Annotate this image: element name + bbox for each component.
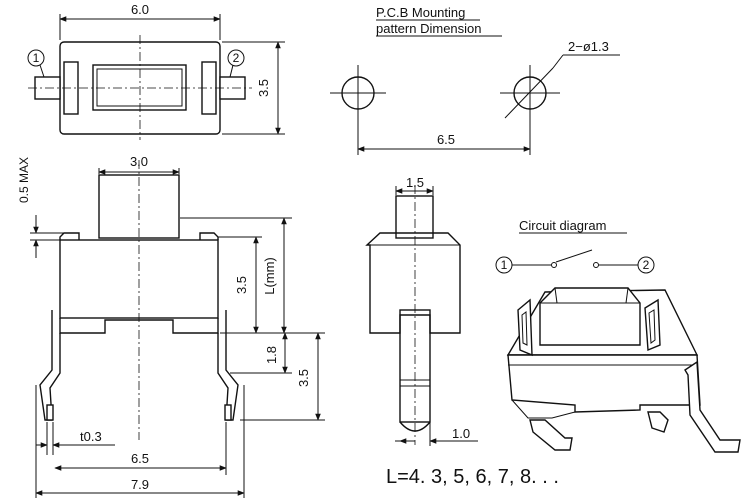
length-options: L=4. 3, 5, 6, 7, 8. . . bbox=[386, 466, 559, 488]
pin1-marker-circle bbox=[27, 49, 45, 67]
circuit-terminal2: 2 bbox=[643, 258, 650, 272]
pin2-marker-circle bbox=[227, 49, 245, 67]
circuit-title: Circuit diagram bbox=[519, 218, 606, 233]
pcb-pattern: P.C.B Mounting pattern Dimension 2−ø1.3 … bbox=[330, 5, 620, 155]
side-view: 1.5 1.0 bbox=[365, 175, 478, 446]
dim-lead-offset: 1.8 bbox=[264, 346, 279, 364]
circuit-terminal1: 1 bbox=[501, 258, 508, 272]
front-view: 3.0 0.5 MAX 3.5 L(mm) 1.8 3.5 t0.3 bbox=[17, 154, 325, 498]
dim-actuator-width: 3.0 bbox=[130, 154, 148, 169]
pin1-marker: 1 bbox=[33, 51, 40, 65]
pcb-hole-spec: 2−ø1.3 bbox=[568, 39, 609, 54]
dim-lead-height: 3.5 bbox=[296, 369, 311, 387]
pcb-title-line2: pattern Dimension bbox=[376, 21, 482, 36]
dim-top-height: 3.5 bbox=[256, 79, 271, 97]
pcb-hole-spacing: 6.5 bbox=[437, 132, 455, 147]
dim-max-height: 0.5 MAX bbox=[17, 157, 31, 203]
dim-lead-spacing: 6.5 bbox=[131, 451, 149, 466]
top-view: 6.0 3.5 1 2 bbox=[27, 2, 285, 140]
dim-side-actuator-width: 1.5 bbox=[406, 175, 424, 190]
pin2-marker: 2 bbox=[233, 51, 240, 65]
dim-body-height: 3.5 bbox=[234, 276, 249, 294]
dim-top-width: 6.0 bbox=[131, 2, 149, 17]
isometric-view bbox=[506, 287, 741, 453]
dim-side-lead-width: 1.0 bbox=[452, 426, 470, 441]
dim-lead-thickness: t0.3 bbox=[80, 429, 102, 444]
circuit-diagram: Circuit diagram 1 2 bbox=[495, 218, 655, 274]
dim-overall-width: 7.9 bbox=[131, 477, 149, 492]
dim-length: L(mm) bbox=[262, 257, 277, 295]
pcb-title-line1: P.C.B Mounting bbox=[376, 5, 465, 20]
